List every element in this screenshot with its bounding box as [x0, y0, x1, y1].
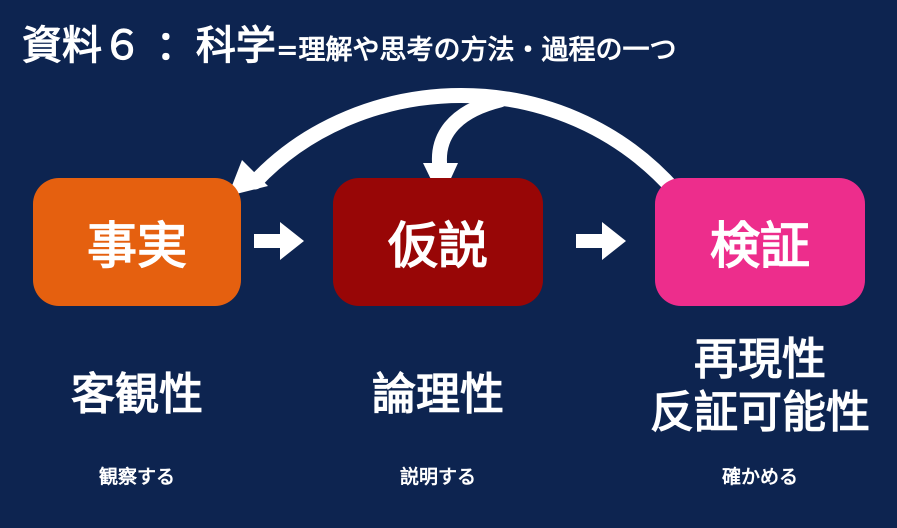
action-fact: 観察する — [98, 466, 175, 488]
action-hypothesis: 説明する — [399, 466, 476, 488]
property-hypothesis: 論理性 — [372, 369, 504, 420]
slide-title: 資料６ ：科学=理解や思考の方法・過程の一つ — [22, 26, 677, 66]
property-verification-line-2: 反証可能性 — [650, 386, 870, 438]
title-subtitle: =理解や思考の方法・過程の一つ — [275, 35, 677, 66]
feedback-arrow-to-fact — [247, 88, 684, 200]
feedback-arrow-to-hypothesis — [431, 92, 508, 176]
step-label-verification: 検証 — [710, 217, 810, 275]
action-verification: 確かめる — [721, 466, 798, 488]
step-label-fact: 事実 — [87, 217, 187, 275]
step-box-verification: 検証 — [655, 178, 865, 306]
step-box-fact: 事実 — [33, 178, 241, 306]
feedback-arrowhead-fact — [228, 160, 268, 196]
title-main: 資料６ ：科学 — [22, 23, 276, 69]
property-verification: 再現性 反証可能性 — [620, 334, 897, 440]
step-label-hypothesis: 仮説 — [388, 217, 488, 275]
right-arrow-icon — [254, 222, 304, 260]
property-verification-line-1: 再現性 — [694, 334, 826, 385]
right-arrow-icon — [576, 222, 626, 260]
property-fact: 客観性 — [71, 369, 203, 420]
step-box-hypothesis: 仮説 — [333, 178, 543, 306]
